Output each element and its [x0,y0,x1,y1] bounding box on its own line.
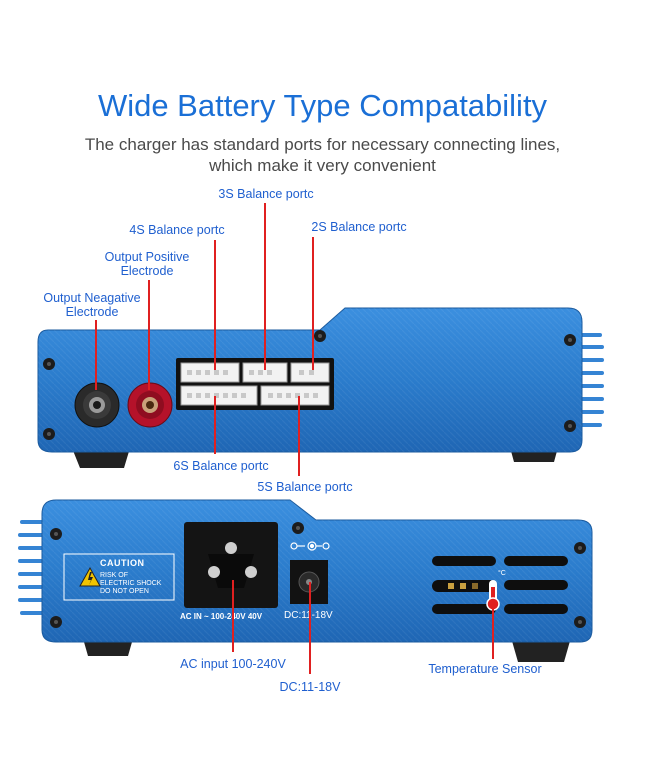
ac-pin [208,566,220,578]
page-subtitle: The charger has standard ports for neces… [0,134,645,176]
label-output-positive-line-1: Output Positive [104,250,190,264]
leader-dc-input [309,582,311,674]
dc-rating-text: DC:11-18V [284,610,333,621]
caution-title: CAUTION [100,558,145,568]
balance-port-pins [187,370,318,398]
vent-components [448,583,478,589]
leader-5s [298,396,300,476]
front-screws [43,330,576,440]
page-title: Wide Battery Type Compatability [97,88,548,123]
leader-3s [264,203,266,370]
leader-output-negative [95,320,97,390]
label-4s-balance: 4S Balance portc [129,223,225,237]
thermometer-icon [486,580,500,611]
front-panel [37,307,604,468]
subtitle-line-2: which make it very convenient [209,156,436,175]
subtitle-line-1: The charger has standard ports for neces… [84,135,561,154]
label-output-negative: Output Neagative Electrode [22,291,162,319]
label-output-positive: Output Positive Electrode [82,250,212,278]
label-2s-balance: 2S Balance portc [311,220,407,234]
leader-2s [312,237,314,370]
back-foot-right [512,641,570,662]
caution-text: RISK OF ELECTRIC SHOCK DO NOT OPEN [100,572,161,596]
leader-4s [214,240,216,370]
leader-temp-sensor [492,605,494,659]
ac-pin [225,542,237,554]
caution-line-1: RISK OF [100,572,129,579]
caution-line-2: ELECTRIC SHOCK [100,580,162,587]
ac-pin [245,566,257,578]
cooling-fins-left [18,520,44,615]
ac-rating-text: AC IN ~ 100-240V 40V [180,612,263,621]
back-panel [18,499,593,662]
label-dc-input: DC:11-18V [279,680,341,694]
label-output-negative-line-2: Electrode [65,305,119,319]
front-foot-left [72,448,130,468]
leader-output-positive [148,280,150,390]
label-output-positive-line-2: Electrode [120,264,174,278]
leader-6s [214,396,216,454]
leader-ac-input [232,580,234,652]
label-temp-sensor: Temperature Sensor [428,662,542,676]
back-screws [50,522,586,628]
temp-unit-text: °C [498,570,506,577]
dc-polarity-icon [290,541,330,551]
output-negative-jack [74,382,120,428]
caution-sticker [63,553,175,601]
cooling-fins-right [580,333,604,427]
caution-line-3: DO NOT OPEN [100,588,149,595]
label-output-negative-line-1: Output Neagative [43,291,141,305]
label-3s-balance: 3S Balance portc [218,187,314,201]
output-positive-jack [127,382,173,428]
label-6s-balance: 6S Balance portc [173,459,269,473]
label-ac-input: AC input 100-240V [180,657,286,671]
label-5s-balance: 5S Balance portc [257,480,353,494]
